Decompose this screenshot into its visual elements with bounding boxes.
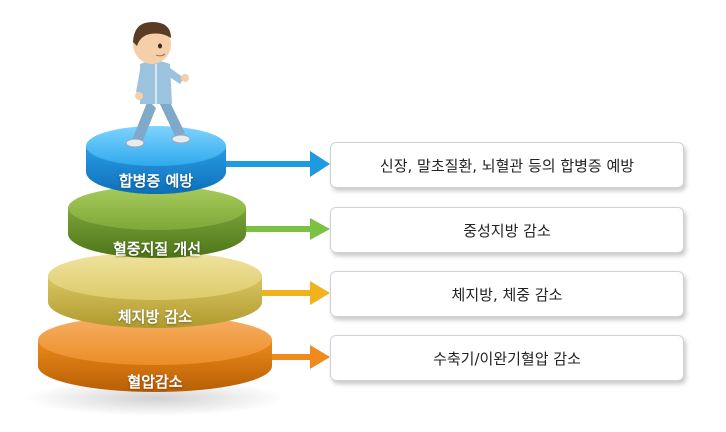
walking-boy-figure — [125, 22, 191, 148]
description-text-complication: 신장, 말초질환, 뇌혈관 등의 합병증 예방 — [379, 156, 635, 175]
description-box-lipid: 중성지방 감소 — [330, 207, 684, 253]
tier-label-body-fat: 체지방 감소 — [117, 308, 193, 326]
tier-label-complication: 합병증 예방 — [118, 172, 194, 190]
tier-disc-complication — [86, 126, 226, 194]
arrow-tier-2 — [246, 218, 330, 240]
tier-disc-body-fat — [48, 252, 262, 328]
tier-label-blood-pressure: 혈압감소 — [127, 373, 183, 391]
description-text-lipid: 중성지방 감소 — [463, 221, 551, 240]
description-box-complication: 신장, 말초질환, 뇌혈관 등의 합병증 예방 — [330, 142, 684, 188]
description-text-blood-pressure: 수축기/이완기혈압 감소 — [433, 349, 581, 368]
arrow-tier-1 — [226, 151, 330, 177]
ground-shadow — [25, 380, 285, 416]
description-text-body-fat: 체지방, 체중 감소 — [451, 285, 563, 304]
arrow-tier-4 — [272, 345, 330, 369]
description-box-body-fat: 체지방, 체중 감소 — [330, 271, 684, 317]
description-box-blood-pressure: 수축기/이완기혈압 감소 — [330, 335, 684, 381]
tier-disc-lipid — [68, 186, 246, 258]
tier-disc-blood-pressure — [38, 315, 272, 392]
arrow-tier-3 — [262, 281, 330, 305]
tier-label-lipid: 혈중지질 개선 — [112, 240, 202, 258]
